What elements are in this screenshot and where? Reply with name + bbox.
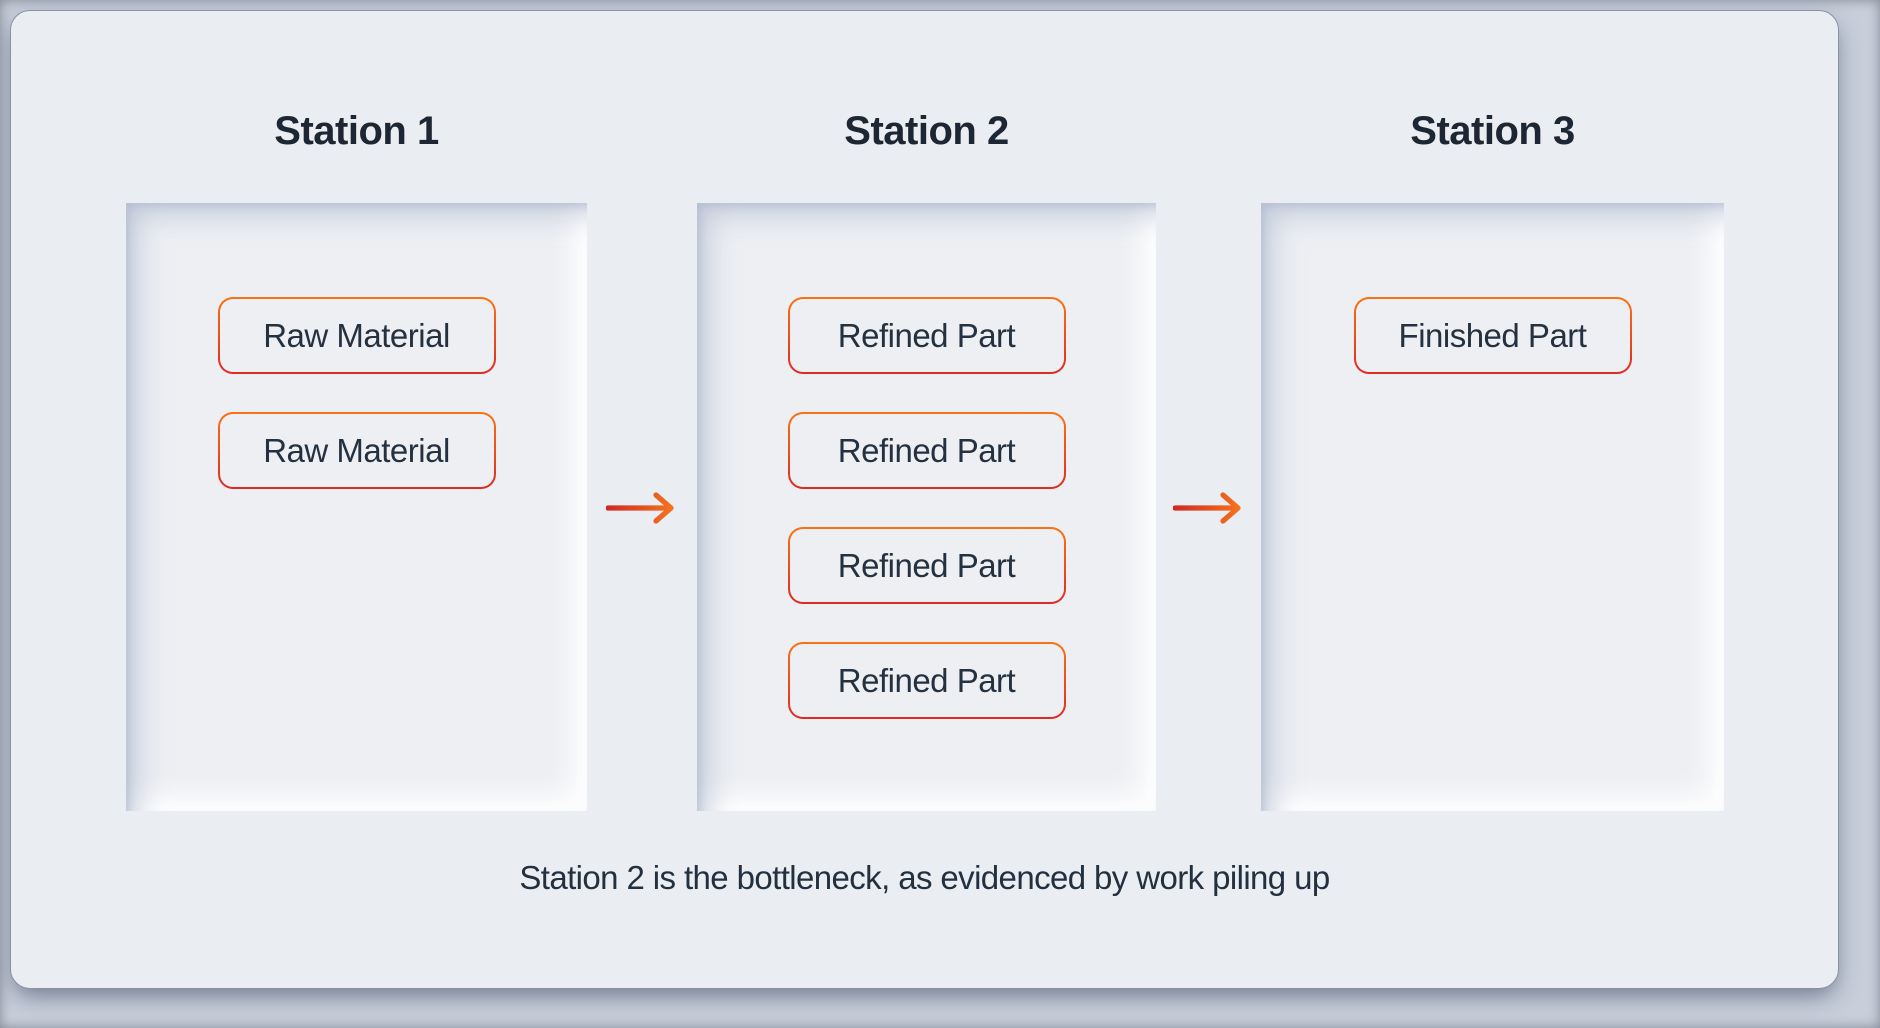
raw-material-label: Raw Material — [219, 414, 494, 487]
station-3-title: Station 3 — [1410, 109, 1575, 153]
station-2-title: Station 2 — [844, 109, 1009, 153]
finished-part-label: Finished Part — [1355, 299, 1630, 372]
flow-arrow-icon — [1173, 492, 1241, 524]
refined-part-label: Refined Part — [789, 299, 1064, 372]
station-1-container: Raw Material Raw Material — [126, 203, 587, 811]
station-2-container: Refined Part Refined Part Refined Part R… — [697, 203, 1156, 811]
station-3-container: Finished Part — [1261, 203, 1724, 811]
bottleneck-caption: Station 2 is the bottleneck, as evidence… — [519, 859, 1330, 896]
finished-part-box: Finished Part — [1353, 297, 1632, 374]
refined-part-box: Refined Part — [787, 642, 1066, 719]
refined-part-label: Refined Part — [789, 644, 1064, 717]
refined-part-label: Refined Part — [789, 414, 1064, 487]
diagram-card: Station 1 Station 2 Station 3 Raw Materi… — [10, 10, 1839, 989]
station-1-title: Station 1 — [274, 109, 439, 153]
raw-material-box: Raw Material — [217, 412, 496, 489]
raw-material-label: Raw Material — [219, 299, 494, 372]
refined-part-box: Refined Part — [787, 527, 1066, 604]
refined-part-label: Refined Part — [789, 529, 1064, 602]
refined-part-box: Refined Part — [787, 412, 1066, 489]
raw-material-box: Raw Material — [217, 297, 496, 374]
flow-arrow-icon — [606, 492, 674, 524]
refined-part-box: Refined Part — [787, 297, 1066, 374]
